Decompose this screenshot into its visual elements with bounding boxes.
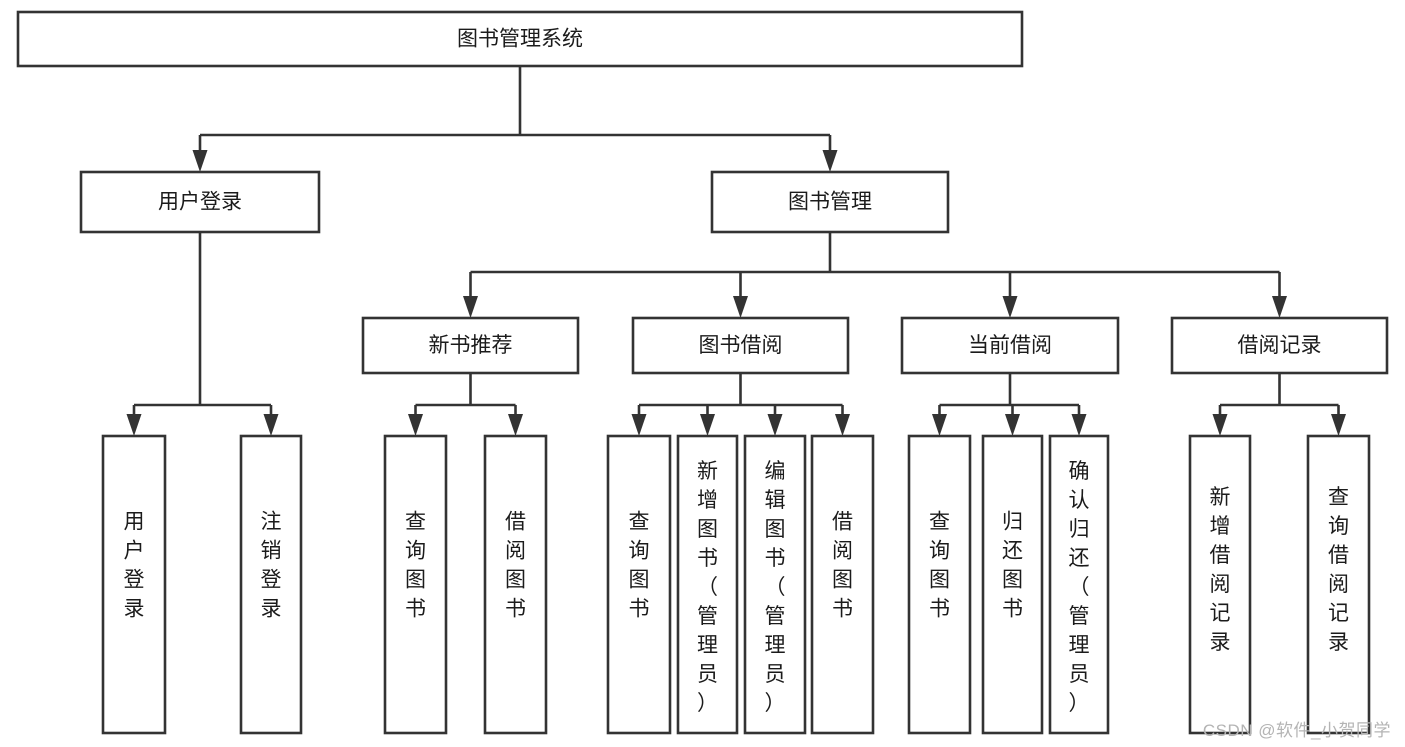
node-leaf-borrow-book-brw[interactable]: 借阅图书 [810,434,875,735]
node-leaf-query-book-rec[interactable]: 查询图书 [383,434,448,735]
node-label: 用户登录 [158,191,242,214]
node-user-login[interactable]: 用户登录 [79,170,321,234]
edge-group-root [192,66,838,172]
arrow-head-icon [1071,414,1087,436]
arrow-head-icon [1005,414,1020,436]
node-leaf-user-login[interactable]: 用户登录 [101,434,167,735]
node-box [1306,434,1371,735]
node-box [361,316,580,375]
node-new-book-recommend[interactable]: 新书推荐 [361,316,580,375]
node-label: 归还图书 [1002,511,1023,621]
arrow-head-icon [263,414,279,436]
node-box [981,434,1044,735]
node-box [606,434,672,735]
arrow-head-icon [1331,414,1346,436]
node-box [810,434,875,735]
nodes-layer: 图书管理系统用户登录图书管理新书推荐图书借阅当前借阅借阅记录用户登录注销登录查询… [16,10,1389,735]
node-label: 查询图书 [629,511,650,621]
node-label: 新增借阅记录 [1210,486,1231,654]
node-box [101,434,167,735]
arrow-head-icon [767,414,783,436]
node-leaf-return-book[interactable]: 归还图书 [981,434,1044,735]
node-box [1170,316,1389,375]
arrow-head-icon [700,414,715,436]
edge-group-new-book-recommend [408,373,523,436]
arrow-head-icon [822,150,838,172]
arrow-head-icon [408,414,423,436]
node-box [16,10,1024,68]
node-box [1048,434,1110,735]
node-box [743,434,807,735]
node-borrow-record[interactable]: 借阅记录 [1170,316,1389,375]
node-label: 查询图书 [405,511,426,621]
node-box [239,434,303,735]
arrow-head-icon [932,414,947,436]
node-box [676,434,739,735]
node-label: 图书借阅 [699,334,783,357]
node-label: 图书管理 [788,191,872,214]
node-box [79,170,321,234]
node-leaf-confirm-return[interactable]: 确认归还（管理员） [1048,434,1110,735]
arrow-head-icon [192,150,208,172]
node-label: 查询图书 [929,511,950,621]
edges-layer [126,66,1346,436]
node-label: 新增图书（管理员） [697,460,718,715]
node-label: 用户登录 [124,511,145,621]
node-leaf-query-record[interactable]: 查询借阅记录 [1306,434,1371,735]
node-label: 借阅图书 [505,511,526,621]
arrow-head-icon [508,414,523,436]
node-book-manage[interactable]: 图书管理 [710,170,950,234]
node-box [383,434,448,735]
node-label: 注销登录 [261,511,282,621]
node-box [710,170,950,234]
edge-group-user-login [126,232,279,436]
node-label: 确认归还（管理员） [1069,460,1090,715]
arrow-head-icon [733,296,748,318]
node-leaf-borrow-book-rec[interactable]: 借阅图书 [483,434,548,735]
node-box [483,434,548,735]
node-leaf-add-book[interactable]: 新增图书（管理员） [676,434,739,735]
node-root[interactable]: 图书管理系统 [16,10,1024,68]
node-label: 编辑图书（管理员） [765,460,786,715]
edge-group-book-borrow [631,373,850,436]
node-box [631,316,850,375]
node-leaf-edit-book[interactable]: 编辑图书（管理员） [743,434,807,735]
node-box [900,316,1120,375]
node-leaf-add-record[interactable]: 新增借阅记录 [1188,434,1252,735]
edge-group-current-borrow [932,373,1087,436]
arrow-head-icon [631,414,647,436]
arrow-head-icon [1002,296,1018,318]
arrow-head-icon [1212,414,1228,436]
edge-group-borrow-record [1212,373,1346,436]
node-label: 借阅记录 [1238,334,1322,357]
node-label: 图书管理系统 [457,28,583,51]
arrow-head-icon [1272,296,1287,318]
edge-group-book-manage [463,232,1287,318]
node-label: 新书推荐 [429,334,513,357]
arrow-head-icon [835,414,850,436]
node-label: 借阅图书 [832,511,853,621]
node-label: 当前借阅 [968,334,1052,357]
node-label: 查询借阅记录 [1328,486,1349,654]
node-book-borrow[interactable]: 图书借阅 [631,316,850,375]
arrow-head-icon [463,296,478,318]
node-leaf-query-book-cur[interactable]: 查询图书 [907,434,972,735]
node-box [1188,434,1252,735]
node-leaf-query-book-brw[interactable]: 查询图书 [606,434,672,735]
arrow-head-icon [126,414,142,436]
node-current-borrow[interactable]: 当前借阅 [900,316,1120,375]
node-box [907,434,972,735]
node-leaf-logout[interactable]: 注销登录 [239,434,303,735]
